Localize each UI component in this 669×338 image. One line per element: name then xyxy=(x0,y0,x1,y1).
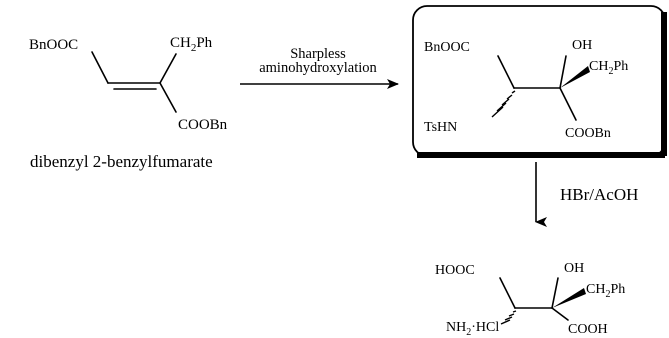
sm-compound-name: dibenzyl 2-benzylfumarate xyxy=(30,152,213,171)
sm-bond-ester2 xyxy=(159,82,177,113)
prod-oh-label: OH xyxy=(564,261,584,276)
prod-bond-oh xyxy=(551,277,559,309)
int-bond-oh xyxy=(559,55,567,89)
sm-bond-ester1 xyxy=(91,51,109,84)
step1-arrow: Sharpless aminohydroxylation xyxy=(240,46,399,89)
sm-bnooc-label: BnOOC xyxy=(29,37,78,53)
prod-cooh-label: COOH xyxy=(568,322,608,337)
prod-hash-bond-n xyxy=(500,310,517,325)
int-hash-bond-n xyxy=(491,90,516,118)
prod-ch2-label: CH2Ph xyxy=(586,282,625,300)
prod-wedge-benzyl xyxy=(552,288,586,308)
step1-reagent-line2: aminohydroxylation xyxy=(259,60,377,76)
int-bond-ester2 xyxy=(559,87,577,121)
sm-coobn-label: COOBn xyxy=(178,117,228,133)
step1-reagent-line1: Sharpless xyxy=(290,46,346,62)
starting-material: BnOOC CH2Ph COOBn dibenzyl 2-benzylfumar… xyxy=(29,35,228,171)
int-coobn-label: COOBn xyxy=(565,126,611,141)
int-bond-ester1 xyxy=(497,55,515,89)
product: HOOC OH CH2Ph NH2·HCl COOH xyxy=(435,261,625,338)
int-ch2-label: CH2Ph xyxy=(589,59,628,77)
prod-bond-acid1 xyxy=(499,277,516,309)
prod-bond-acid2 xyxy=(551,307,569,321)
int-wedge-benzyl xyxy=(560,66,590,88)
int-tshn-label: TsHN xyxy=(424,120,457,135)
sm-ch2-label: CH2Ph xyxy=(170,35,213,54)
sm-bond-benzyl xyxy=(159,53,177,84)
step2-reagent: HBr/AcOH xyxy=(560,185,638,204)
prod-hooc-label: HOOC xyxy=(435,263,475,278)
int-bnooc-label: BnOOC xyxy=(424,40,470,55)
int-oh-label: OH xyxy=(572,38,592,53)
step2-arrow: HBr/AcOH xyxy=(535,162,638,227)
intermediate-frame-shadow-bottom xyxy=(417,152,665,158)
prod-nh2hcl-label: NH2·HCl xyxy=(446,320,499,338)
intermediate-box: BnOOC OH CH2Ph TsHN COOBn xyxy=(412,5,667,158)
intermediate-frame-shadow-right xyxy=(661,12,667,156)
